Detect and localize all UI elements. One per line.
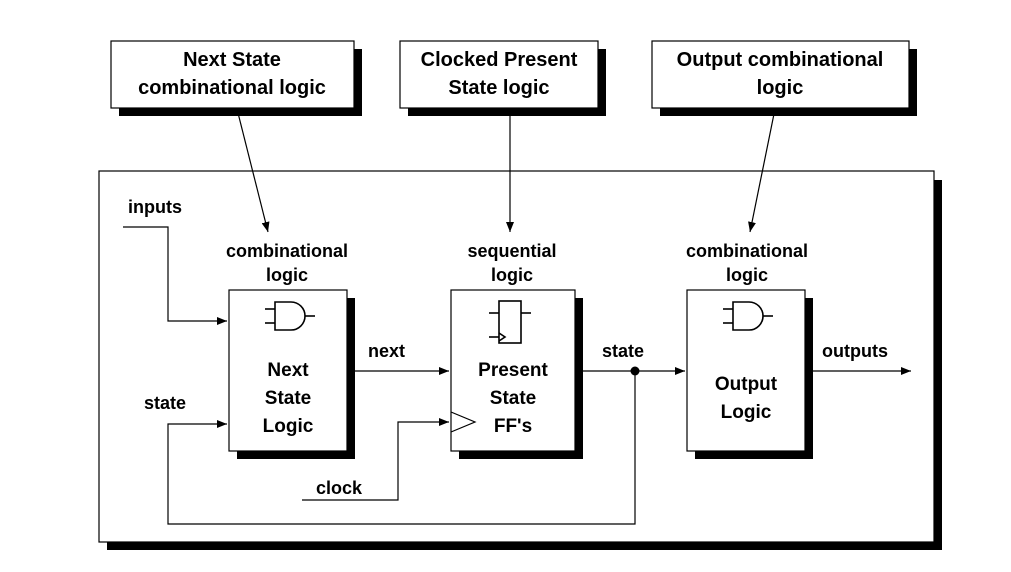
output-logic-block: [686, 289, 806, 452]
state-feedback-wire: [167, 371, 636, 525]
callout-next-state-line1: Next State: [183, 49, 281, 71]
clock-input-triangle: [450, 411, 477, 433]
callout-arrow-output: [748, 108, 776, 233]
block1-title-line1: Next: [267, 360, 309, 381]
state-feedback-label: state: [144, 393, 186, 413]
callout-output: [651, 40, 910, 109]
block1-title-line2: State: [265, 388, 311, 409]
clock-wire: [302, 418, 449, 501]
block3-title-line1: Output: [715, 374, 778, 395]
callout-next-state-line2: combinational logic: [138, 77, 326, 99]
next-label: next: [368, 341, 405, 361]
block3-title-line2: Logic: [721, 402, 772, 423]
junction-dot: [630, 366, 640, 376]
inputs-wire: [123, 226, 227, 325]
and-gate-icon: [723, 301, 773, 331]
state-label: state: [602, 341, 644, 361]
inputs-label: inputs: [128, 197, 182, 217]
callout-output-line1: Output combinational: [677, 49, 884, 71]
block2-title-line2: State: [490, 388, 536, 409]
present-state-ff-block: [450, 289, 576, 452]
callout-arrow-next: [236, 108, 270, 233]
flip-flop-icon: [489, 300, 531, 344]
callout-output-line2: logic: [757, 77, 804, 99]
block3-type-line1: combinational: [686, 241, 808, 261]
callout-clocked-present-state: [399, 40, 599, 109]
block2-title-line1: Present: [478, 360, 548, 381]
callout-clocked-line2: State logic: [448, 77, 549, 99]
block1-type-line1: combinational: [226, 241, 348, 261]
and-gate-icon: [265, 301, 315, 331]
block2-type-line2: logic: [491, 265, 533, 285]
block1-type-line2: logic: [266, 265, 308, 285]
callout-next-state: [110, 40, 355, 109]
callout-clocked-line1: Clocked Present: [421, 49, 578, 71]
clock-label: clock: [316, 478, 363, 498]
block2-title-line3: FF's: [494, 416, 532, 437]
block2-type-line1: sequential: [467, 241, 556, 261]
block3-type-line2: logic: [726, 265, 768, 285]
outputs-label: outputs: [822, 341, 888, 361]
block1-title-line3: Logic: [263, 416, 314, 437]
